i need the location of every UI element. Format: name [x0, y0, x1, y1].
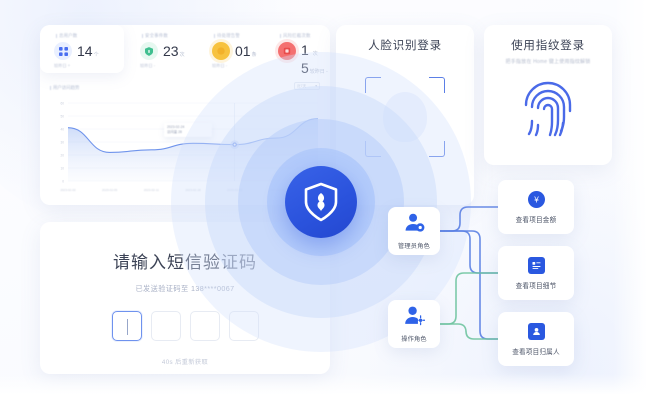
role-node-admin[interactable]: 管理员角色: [388, 207, 440, 255]
stat-value: 01: [235, 43, 251, 59]
svg-text:2023-02-24: 2023-02-24: [227, 188, 243, 192]
svg-text:10: 10: [60, 167, 64, 171]
scan-corner-bottom-right: [429, 141, 445, 157]
stat-item-0[interactable]: 总用户数 14个 较昨日 +: [54, 33, 99, 77]
user-card-icon: [527, 322, 545, 340]
svg-text:20: 20: [60, 154, 64, 158]
svg-text:2023-02-05: 2023-02-05: [102, 188, 118, 192]
svg-text:30: 30: [60, 141, 64, 145]
scan-corner-top-left: [365, 77, 381, 93]
stat-sub: 较昨日 -: [212, 63, 228, 68]
permission-label: 查看项目归属人: [512, 348, 560, 356]
sms-verification-card: 请输入短信验证码 已发送验证码至 138****0067 40s 后重新获取: [40, 222, 330, 374]
role-label: 管理员角色: [398, 242, 430, 250]
yuan-currency-icon: ¥: [527, 190, 545, 208]
sms-title: 请输入短信验证码: [113, 253, 257, 272]
svg-text:2023-02-18: 2023-02-18: [185, 188, 201, 192]
chart-range-label: 近7天: [297, 83, 307, 88]
permission-card-owner[interactable]: 查看项目归属人: [498, 312, 574, 366]
stat-row: 总用户数 14个 较昨日 + 安全事件数 23次: [40, 25, 330, 79]
sms-subtitle: 已发送验证码至 138****0067: [135, 284, 235, 293]
grid-icon: [54, 42, 72, 60]
stat-label: 总用户数: [54, 33, 99, 39]
svg-text:50: 50: [60, 115, 64, 119]
permission-label: 查看项目细节: [515, 282, 557, 290]
stat-value-second: 5: [301, 60, 309, 76]
chart-range-filter[interactable]: 近7天 ▾: [294, 82, 320, 90]
fingerprint-login-card: 使用指纹登录 把手指放在 Home 键上使用指纹解锁: [484, 25, 612, 165]
stat-label: 风险拦截次数: [278, 33, 328, 39]
svg-text:40: 40: [60, 128, 64, 132]
svg-text:0: 0: [62, 180, 64, 184]
alert-icon: [212, 42, 230, 60]
visits-area-chart: 0 10 20 30 40 50 60 2023-02-02 2023-02-05 2023-02…: [46, 95, 326, 195]
svg-text:60: 60: [60, 102, 64, 106]
chart-title: 用户访问趋势: [50, 85, 79, 91]
code-input-3[interactable]: [228, 311, 259, 341]
stat-sub: 较昨日 -: [309, 69, 328, 75]
stat-item-1[interactable]: 安全事件数 23次 较昨日 -: [140, 33, 185, 77]
stat-unit: 次: [312, 51, 318, 58]
user-action-icon: [404, 306, 426, 331]
code-input-2[interactable]: [189, 311, 220, 341]
resend-timer[interactable]: 40s 后重新获取: [161, 359, 209, 366]
right-edge-fade: [613, 0, 653, 400]
role-permission-diagram: 管理员角色 操作角色 ¥ 查看项目金额: [336, 25, 612, 375]
stat-sub: 较昨日 +: [54, 63, 71, 68]
stat-unit: 条: [251, 52, 257, 58]
permission-label: 查看项目金额: [515, 216, 557, 224]
chart-tooltip-title: 2023-02-24: [167, 125, 185, 129]
block-icon: [278, 42, 296, 60]
dashboard-card: 总用户数 14个 较昨日 + 安全事件数 23次: [40, 25, 330, 205]
permission-card-detail[interactable]: 查看项目细节: [498, 246, 574, 300]
svg-text:2023-02-11: 2023-02-11: [144, 188, 159, 192]
face-login-title: 人脸识别登录: [368, 40, 442, 52]
stat-value: 1: [301, 42, 309, 59]
bottom-edge-fade: [0, 374, 653, 400]
code-input-group: [111, 311, 259, 341]
stat-unit: 次: [179, 52, 185, 58]
svg-text:2023-02-02: 2023-02-02: [60, 188, 76, 192]
fingerprint-icon[interactable]: [522, 77, 574, 142]
chart-tooltip-value: 访问量 28: [167, 130, 182, 135]
stat-sub: 较昨日 -: [140, 63, 156, 68]
code-input-0[interactable]: [111, 311, 142, 341]
svg-text:2023-03-01: 2023-03-01: [269, 188, 285, 192]
stat-label: 待处理告警: [212, 33, 257, 39]
shield-icon: [140, 42, 158, 60]
fingerprint-login-subtitle: 把手指放在 Home 键上使用指纹解锁: [505, 59, 591, 65]
user-gear-icon: [404, 213, 425, 238]
stat-item-2[interactable]: 待处理告警 01条 较昨日 -: [212, 33, 257, 77]
stat-unit: 个: [93, 52, 99, 58]
permission-card-amount[interactable]: ¥ 查看项目金额: [498, 180, 574, 234]
chart-tooltip: 2023-02-24 访问量 28: [164, 123, 212, 138]
role-node-operator[interactable]: 操作角色: [388, 300, 440, 348]
document-list-icon: [527, 256, 545, 274]
stat-label: 安全事件数: [140, 33, 185, 39]
chevron-down-icon: ▾: [315, 84, 317, 88]
shield-lock-icon: [285, 166, 357, 238]
stat-value: 14: [77, 43, 93, 59]
role-label: 操作角色: [401, 335, 427, 343]
scan-corner-top-right: [429, 77, 445, 93]
svg-text:¥: ¥: [533, 195, 539, 204]
stat-value: 23: [163, 43, 179, 59]
fingerprint-login-title: 使用指纹登录: [511, 40, 585, 52]
code-input-1[interactable]: [150, 311, 181, 341]
